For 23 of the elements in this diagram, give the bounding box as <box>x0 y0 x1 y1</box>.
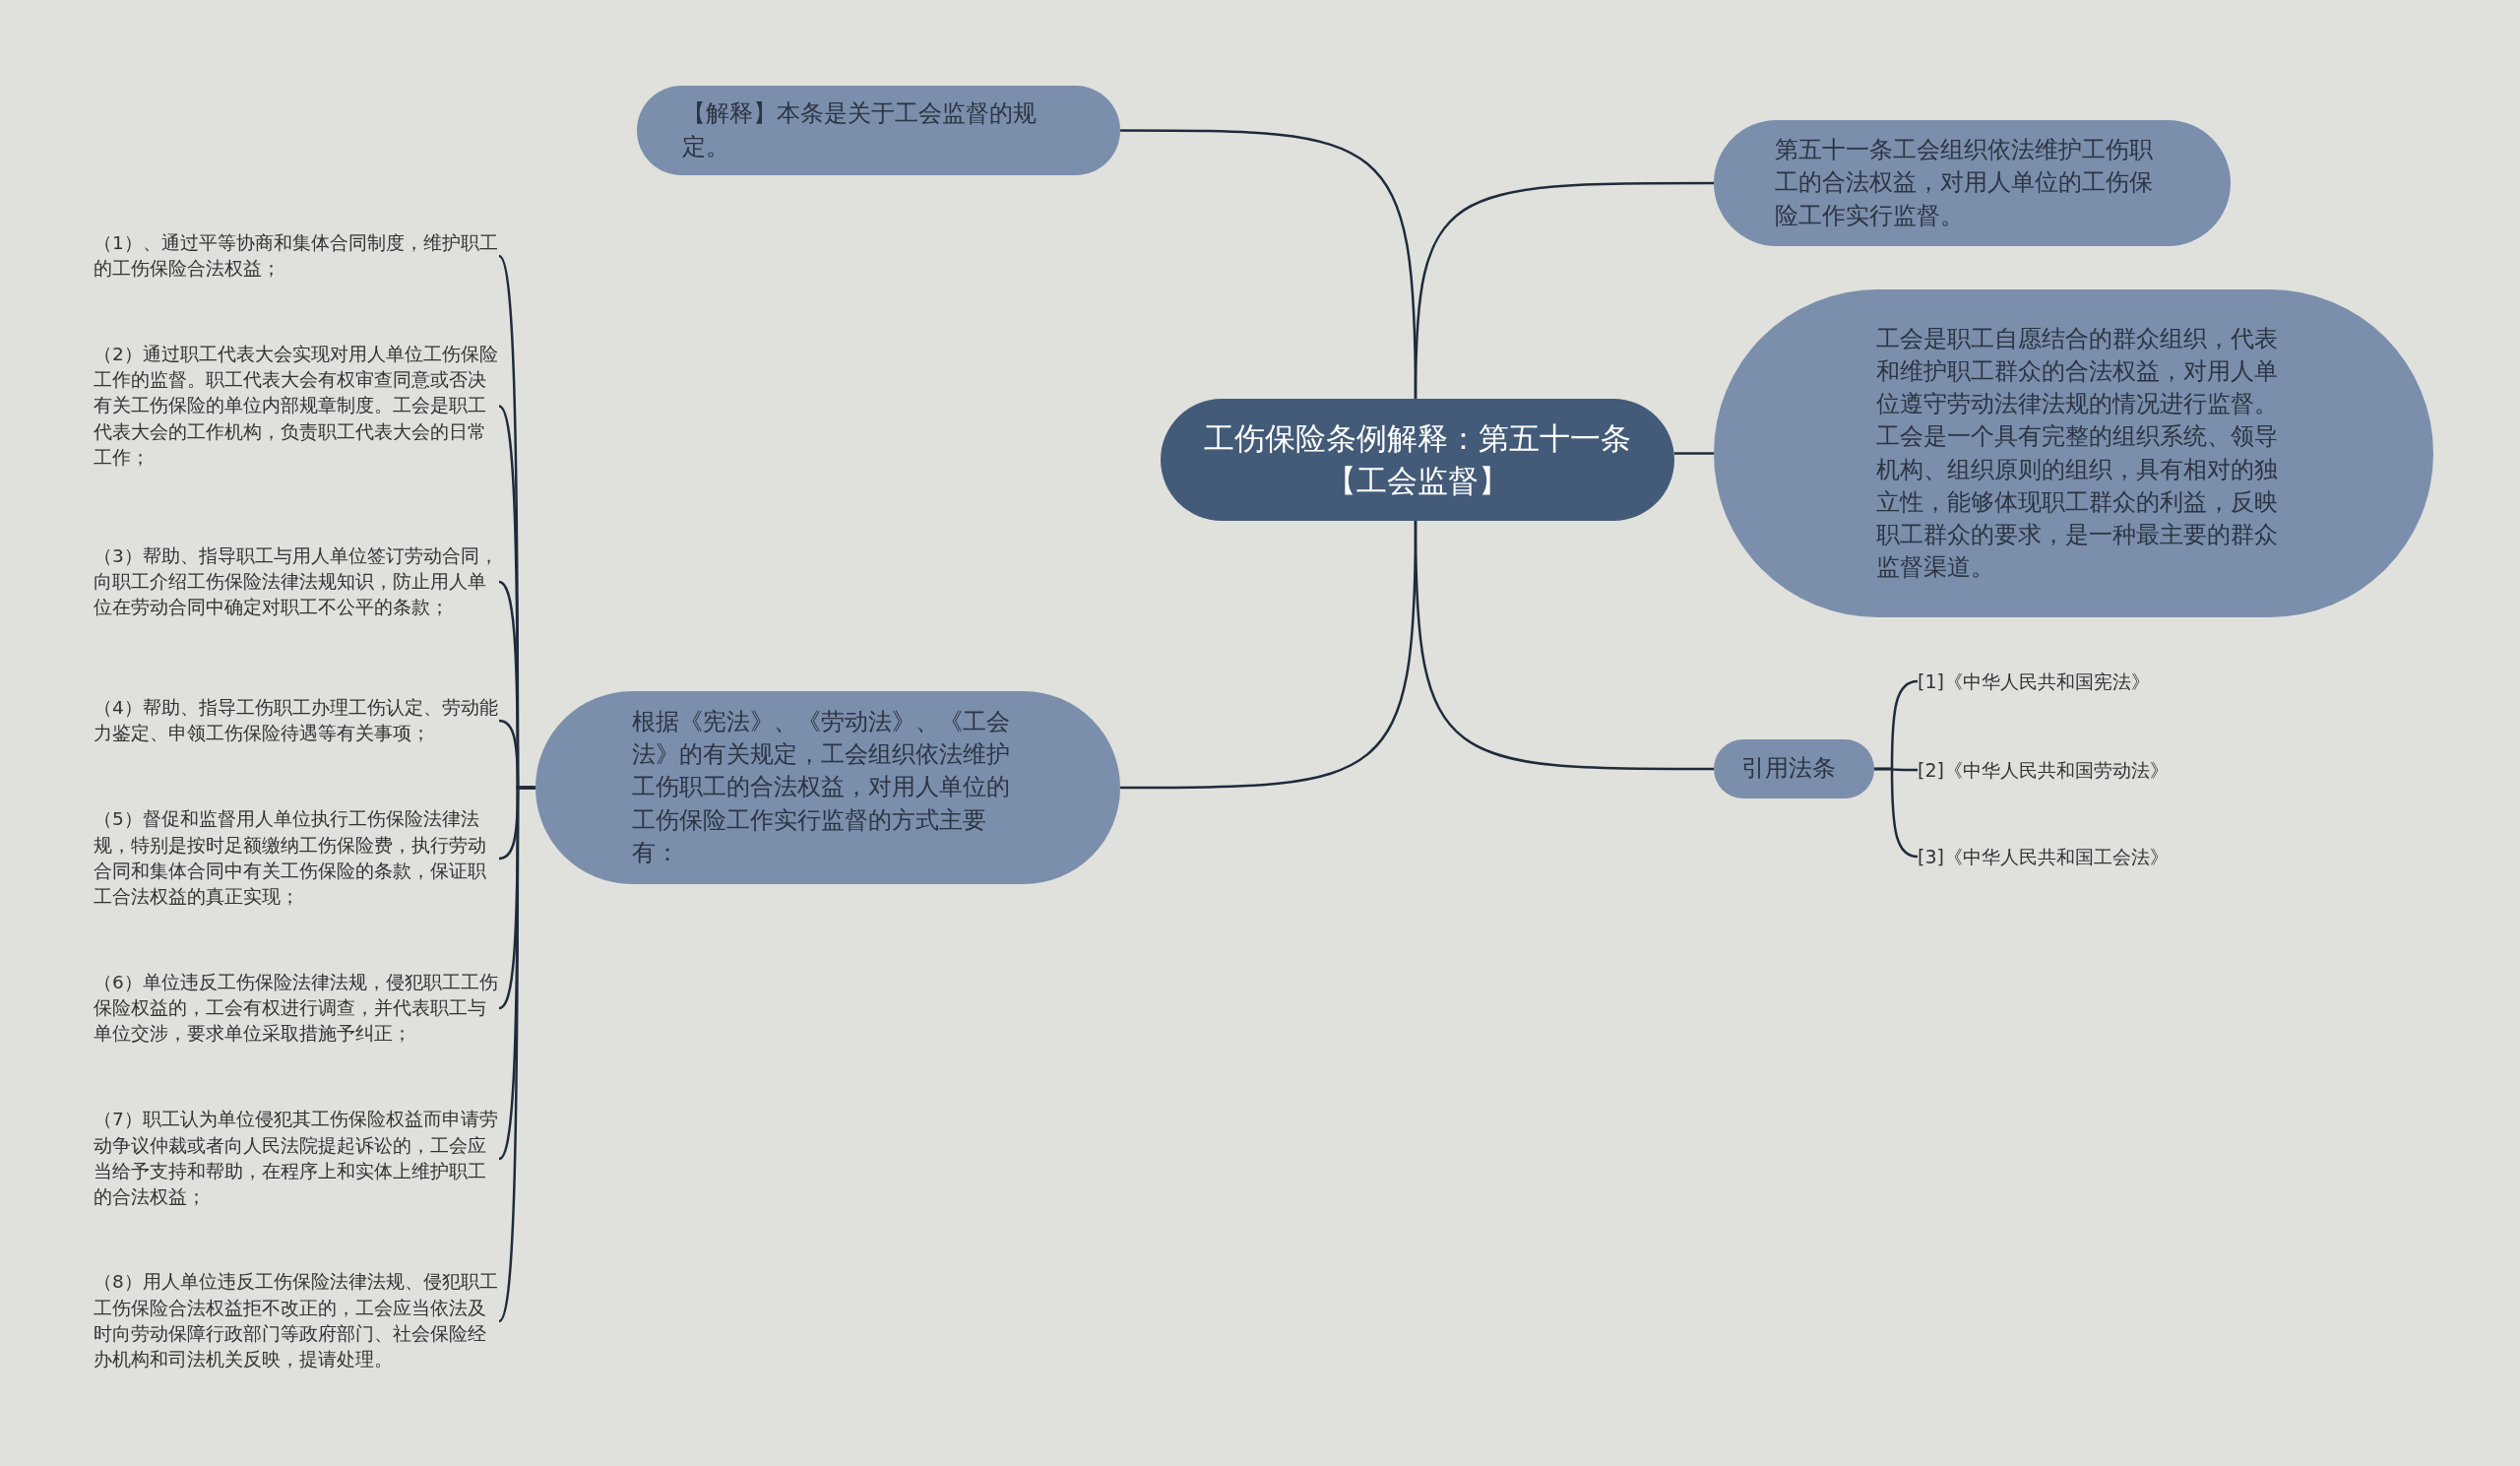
node-text: 工会是职工自愿结合的群众组织，代表和维护职工群众的合法权益，对用人单位遵守劳动法律法规的情况进行监督。工会是一个具有完整的组织系统、领导机构、组织原则的组织，具有相对的独立性，能够体现职工群众的利益，反映职工群众的要求，是一种最主要的群众监督渠道。 <box>1876 324 2279 583</box>
item-text: （3）帮助、指导职工与用人单位签订劳动合同，向职工介绍工伤保险法律法规知识，防止用人单位在劳动合同中确定对职工不公平的条款； <box>94 528 499 636</box>
node-text: 引用法条 <box>1741 753 1836 785</box>
item-text: （2）通过职工代表大会实现对用人单位工伤保险工作的监督。职工代表大会有权审查同意或否决有关工伤保险的单位内部规章制度。工会是职工代表大会的工作机构，负责职工代表大会的日常工作； <box>94 340 499 473</box>
item-text: [3]《中华人民共和国工会法》 <box>1918 841 2213 872</box>
item-text: （8）用人单位违反工伤保险法律法规、侵犯职工工伤保险合法权益拒不改正的，工会应当依法及时向劳动保障行政部门等政府部门、社会保险经办机构和司法机关反映，提请处理。 <box>94 1267 499 1375</box>
connector-line <box>1874 767 1919 859</box>
item-text: （7）职工认为单位侵犯其工伤保险权益而申请劳动争议仲裁或者向人民法院提起诉讼的，工会应当给予支持和帮助，在程序上和实体上维护职工的合法权益； <box>94 1105 499 1213</box>
item-text: （1）、通过平等协商和集体合同制度，维护职工的工伤保险合法权益； <box>94 226 499 286</box>
connector-line <box>1414 181 1714 399</box>
item-text: （5）督促和监督用人单位执行工伤保险法律法规，特别是按时足额缴纳工伤保险费，执行劳动合同和集体合同中有关工伤保险的条款，保证职工合法权益的真正实现； <box>94 804 499 913</box>
connector-line <box>1674 452 1714 455</box>
item-text: （6）单位违反工伤保险法律法规，侵犯职工工伤保险权益的，工会有权进行调查，并代表职工与单位交涉，要求单位采取措施予纠正； <box>94 967 499 1050</box>
item-text: [2]《中华人民共和国劳动法》 <box>1918 754 2213 786</box>
node-text: 根据《宪法》、《劳动法》、《工会法》的有关规定，工会组织依法维护工伤职工的合法权益，对用人单位的工伤保险工作实行监督的方式主要有： <box>632 707 1011 868</box>
item-text: （4）帮助、指导工伤职工办理工伤认定、劳动能力鉴定、申领工伤保险待遇等有关事项； <box>94 691 499 750</box>
node-text: 【解释】本条是关于工会监督的规定。 <box>682 98 1038 162</box>
connector-line <box>1120 521 1418 790</box>
node-text: 工伤保险条例解释：第五十一条【工会监督】 <box>1203 419 1632 500</box>
connector-line <box>498 786 536 1322</box>
item-text: [1]《中华人民共和国宪法》 <box>1918 666 2213 697</box>
topic-bubble <box>1714 739 1874 798</box>
node-text: 第五十一条工会组织依法维护工伤职工的合法权益，对用人单位的工伤保险工作实行监督。 <box>1775 135 2154 231</box>
